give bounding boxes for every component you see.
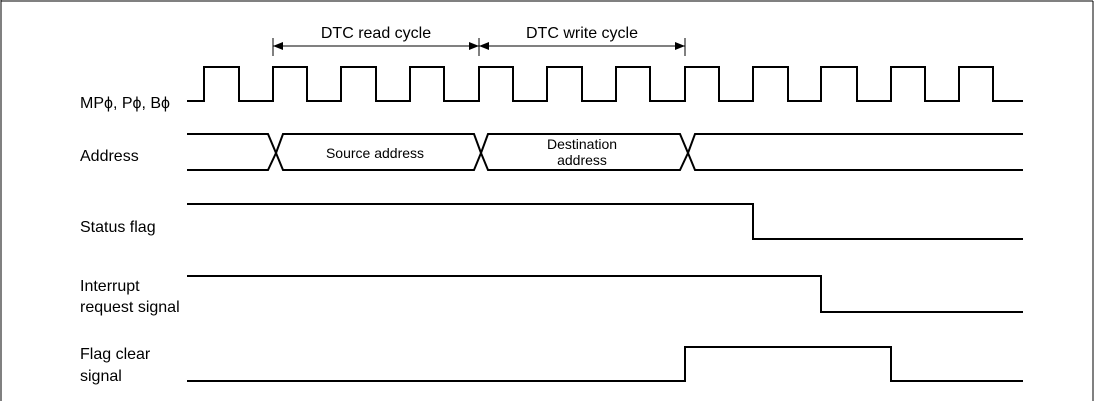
flag-clear-label-line-2: signal — [80, 368, 122, 385]
clock-signal-label: MPϕ, Pϕ, Bϕ — [80, 95, 170, 112]
interrupt-request-waveform — [187, 275, 1023, 313]
clock-waveform — [187, 66, 1023, 102]
read-cycle-left-arrow — [273, 42, 283, 50]
status-flag-waveform — [187, 203, 1023, 240]
dtc-write-cycle-label: DTC write cycle — [526, 25, 638, 42]
interrupt-label-line-2: request signal — [80, 299, 180, 316]
address-segment-end — [687, 133, 1023, 171]
interrupt-label-line-1: Interrupt — [80, 278, 140, 295]
destination-address-label-line-1: Destination — [547, 136, 617, 152]
address-label: Address — [80, 148, 139, 165]
read-cycle-right-arrow — [469, 42, 479, 50]
source-address-label: Source address — [326, 145, 424, 161]
flag-clear-label-line-1: Flag clear — [80, 346, 151, 363]
flag-clear-waveform — [187, 346, 1023, 382]
write-cycle-right-arrow — [675, 42, 685, 50]
address-bus-waveform: Source address Destination address — [187, 133, 1023, 171]
write-cycle-left-arrow — [479, 42, 489, 50]
cycle-markers: DTC read cycle DTC write cycle — [272, 25, 686, 56]
status-flag-label: Status flag — [80, 219, 156, 236]
signal-labels: MPϕ, Pϕ, Bϕ Address Status flag Interrup… — [80, 95, 180, 385]
destination-address-label-line-2: address — [557, 152, 607, 168]
address-segment-start — [187, 133, 278, 171]
dtc-read-cycle-label: DTC read cycle — [321, 25, 431, 42]
